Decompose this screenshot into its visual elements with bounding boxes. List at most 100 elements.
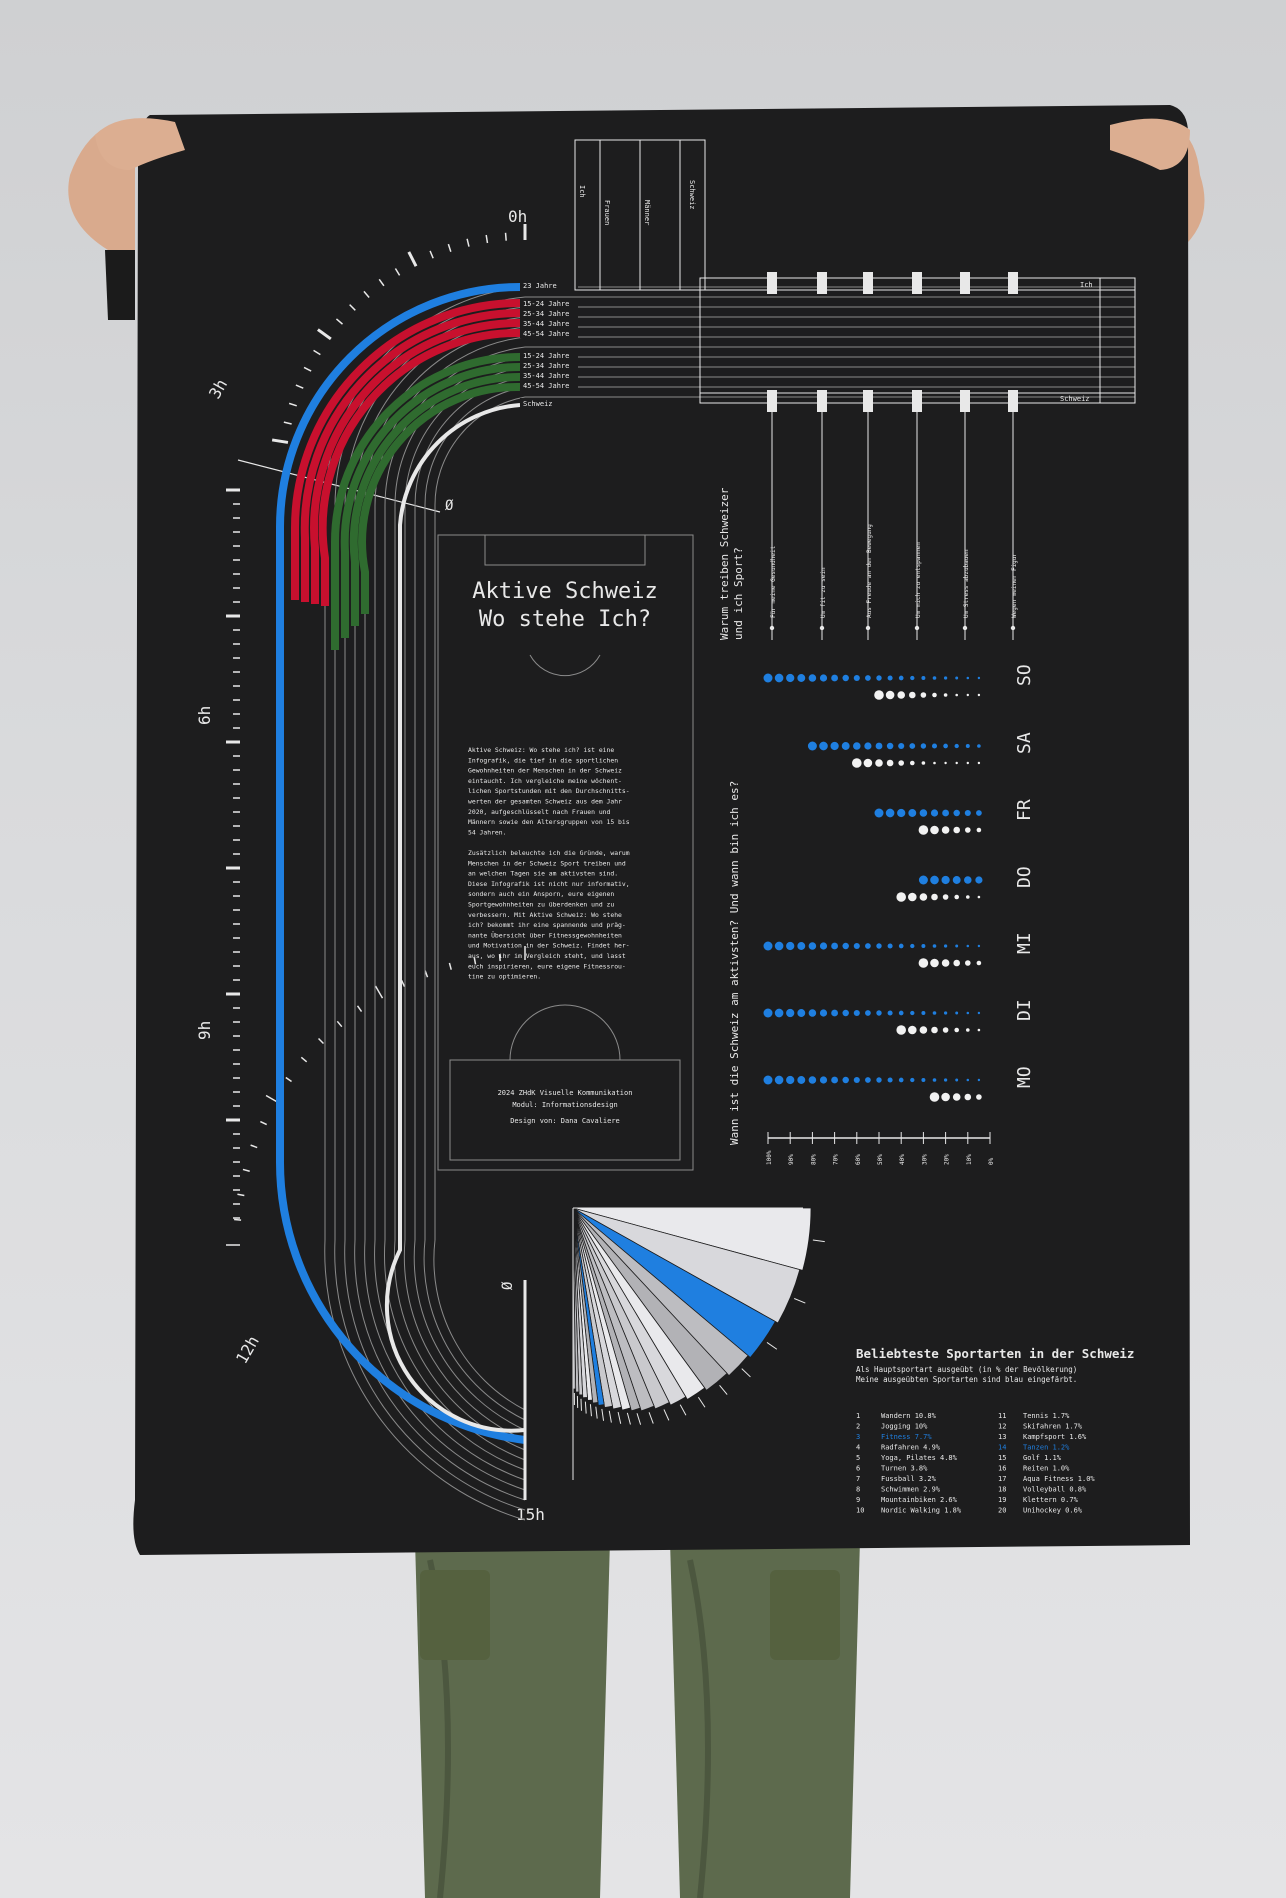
dot-switzerland [955,1078,959,1082]
dot-me [886,759,894,767]
intro-text-line: Zusätzlich beleuchte ich die Gründe, war… [468,849,630,857]
lane-label: 35-44 Jahre [523,320,569,328]
dot-switzerland [943,676,948,680]
dot-me [941,959,950,967]
dot-switzerland [774,941,784,951]
dot-switzerland [966,944,970,948]
weekday-axis-label: 60% [855,1154,862,1165]
sport-slice-tick [589,1404,592,1417]
dot-switzerland [943,944,948,948]
sport-slice [572,1207,655,1412]
lane-label-bg [520,380,578,390]
sport-item: Turnen 3.8% [881,1465,928,1473]
clock-tick [378,278,385,287]
weekday-question: Wann ist die Schweiz am aktivsten? Und w… [728,781,741,1145]
dot-me [953,959,960,967]
dot-switzerland [886,742,894,750]
sport-slice [572,1207,632,1411]
dot-me [941,1092,950,1102]
dot-switzerland [763,941,773,951]
dot-switzerland [865,943,871,949]
sport-rank: 19 [998,1496,1006,1504]
dot-me [885,690,895,700]
dot-switzerland [955,676,959,680]
clock-tick [234,1218,242,1221]
poster-sheet [133,105,1190,1555]
dot-me [918,825,929,835]
clock-tick [317,1037,325,1045]
clock-tick [394,268,401,276]
dot-me [977,895,981,899]
sport-slice-tick [584,1401,587,1414]
reason-dot [819,625,825,631]
dot-switzerland [797,942,806,950]
reasons-question: und ich Sport? [732,547,745,640]
intro-text-line: Diese Infografik ist nicht nur informati… [468,880,630,888]
dot-switzerland [887,1077,893,1083]
dot-me [965,960,971,966]
dot-switzerland [966,1078,970,1082]
credits-line3: Design von: Dana Cavaliere [510,1117,620,1125]
sport-item: Skifahren 1.7% [1023,1423,1083,1431]
clock-tick [335,318,343,325]
sport-item: Mountainbiken 2.6% [881,1496,958,1504]
dot-switzerland [932,1011,937,1015]
dot-switzerland [910,1010,915,1016]
reason-label: Wegen meiner Figur [1011,553,1018,618]
intro-text-line: Gewohnheiten der Menschen in der Schweiz [468,767,622,775]
dot-switzerland [954,743,959,749]
dot-switzerland [898,742,905,750]
sports-fan-chart [572,1207,825,1480]
lane-men [331,353,521,650]
day-label: DI [1014,999,1035,1021]
sport-slice [572,1207,599,1404]
dot-switzerland [932,944,937,948]
reason-marker-me [912,272,922,294]
clock-tick [498,954,501,962]
lane-label: 15-24 Jahre [523,352,569,360]
clock-tick [300,1056,308,1063]
intro-text-line: ich? bekommt ihr eine spannende und präg… [468,921,626,929]
clock-tick [363,290,370,298]
football-field [437,534,694,1171]
dot-switzerland [797,674,806,682]
clock-tick [504,232,507,241]
sport-item: Jogging 10% [881,1423,928,1431]
clock-tick [285,1076,292,1083]
intro-text-line: werten der gesamten Schweiz aus dem Jahr [468,798,622,806]
sport-slice-tick [617,1411,622,1424]
sport-slice-tick [608,1410,612,1423]
sport-item: Fussball 3.2% [881,1475,937,1483]
header-ich: Ich [578,185,586,198]
sport-slice-tick [601,1408,605,1421]
reason-marker-me [863,272,873,294]
dot-switzerland [887,943,893,949]
day-label: MO [1014,1066,1035,1088]
dot-switzerland [966,676,970,680]
sport-item: Golf 1.1% [1023,1454,1062,1462]
lane-label-bg [520,370,578,380]
dot-me [966,1028,970,1032]
sport-rank: 15 [998,1454,1006,1462]
field-arc [529,654,601,677]
sport-slice [572,1207,605,1406]
reason-marker-ch [912,390,922,412]
sport-slice [572,1207,706,1401]
sport-rank: 8 [856,1486,860,1494]
reason-label: Für meine Gesundheit [770,545,777,618]
track-lane [423,386,1135,1421]
dot-me [908,892,917,902]
sport-slice-tick [679,1404,687,1416]
dot-me [930,825,939,835]
sport-slice-tick [766,1342,778,1350]
sports-subtitle: Meine ausgeübten Sportarten sind blau ei… [856,1375,1077,1384]
dot-switzerland [955,1011,959,1015]
reason-marker-me [817,272,827,294]
clock-tick [448,962,452,970]
intro-text-line: lichen Sportstunden mit den Durchschnitt… [468,787,630,795]
dot-switzerland [876,943,882,949]
weekday-axis-label: 40% [899,1154,906,1165]
dot-switzerland [921,1011,926,1015]
dot-me [875,759,883,767]
dot-switzerland [786,941,795,951]
